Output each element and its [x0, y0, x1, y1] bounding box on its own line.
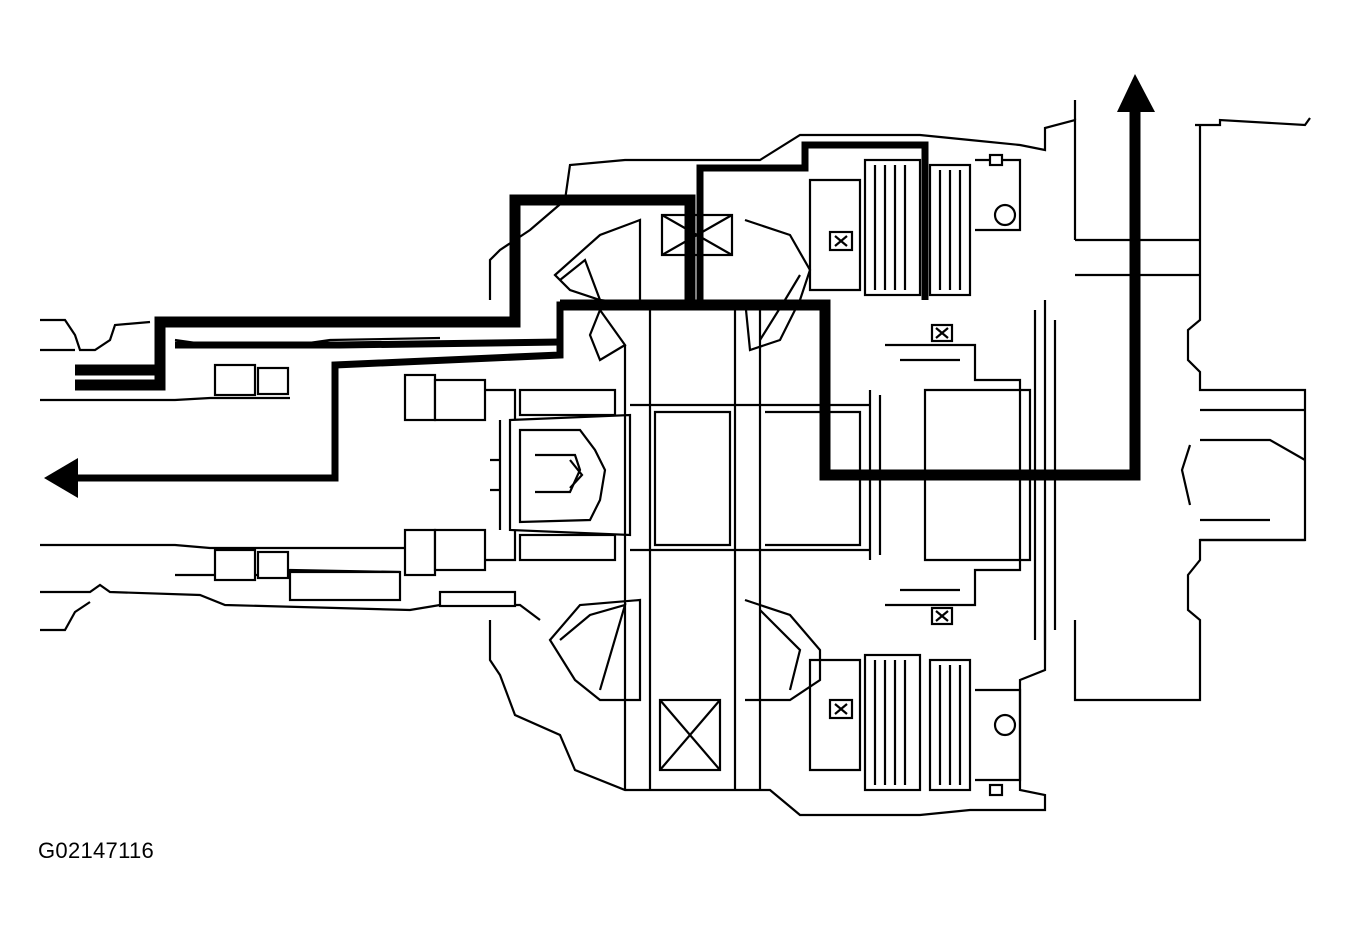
arrow-left-icon: [44, 458, 78, 498]
side-gear-cup: [508, 413, 632, 537]
clutch-pack-upper: [808, 153, 1022, 297]
left-axle-housing: [40, 318, 541, 632]
bevel-gear-upper: [553, 218, 812, 362]
clutch-pack-lower: [808, 653, 1022, 797]
bevel-gear-lower: [548, 598, 822, 702]
side-bearing-left: [403, 373, 617, 577]
right-side-hub: [885, 300, 1057, 650]
output-flange: [1180, 408, 1306, 542]
arrow-up-icon: [1117, 74, 1155, 112]
figure-code: G02147116: [38, 838, 155, 863]
oil-flow-path-upper: [75, 141, 929, 391]
oil-flow-path-lower: [60, 110, 1141, 482]
thrust-block-lower: [658, 698, 722, 772]
